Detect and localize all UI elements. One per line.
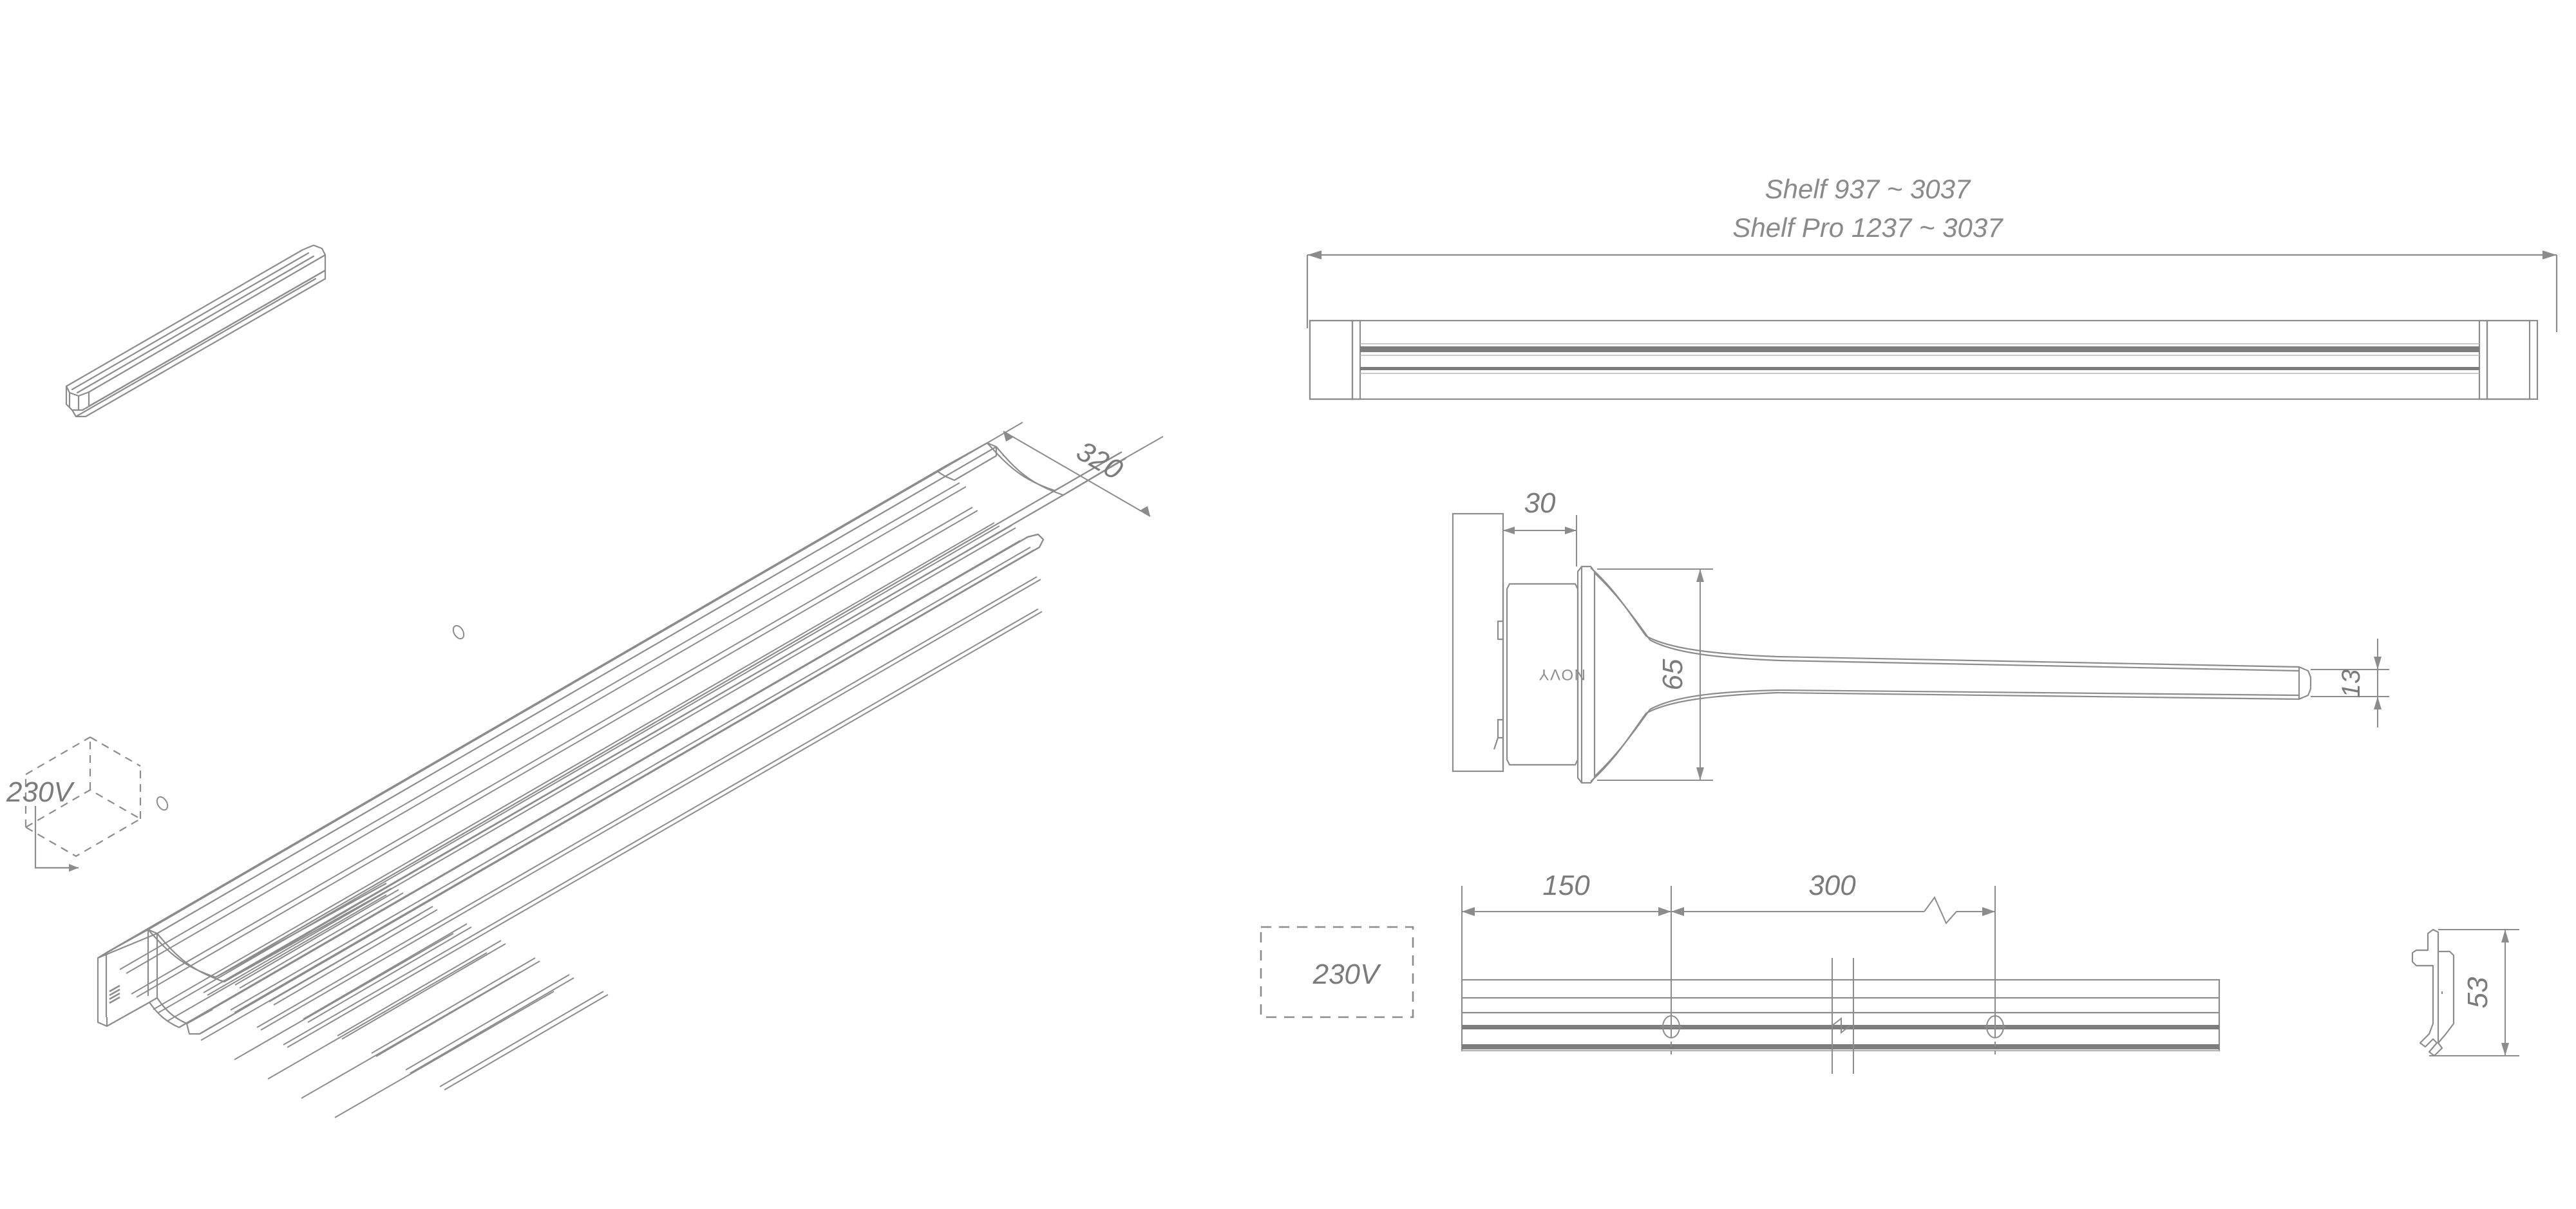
plan-hole-spacing-dimension: 300 [1808,870,1856,901]
iso-depth-dimension: 320 [1071,435,1128,486]
iso-power-label: 230V [6,776,75,808]
plan-power-label: 230V [1312,959,1381,990]
bottom-plan-view: 230V 150 300 [1260,870,2519,1074]
plan-hole-offset-dimension: 150 [1542,870,1590,901]
front-elevation-view: Shelf 937 ~ 3037 Shelf Pro 1237 ~ 3037 [1306,174,2558,400]
side-bracket-height-dimension: 65 [1657,659,1689,690]
isometric-shelf-view: 230V [6,244,1164,1118]
side-blade-thickness-dimension: 13 [2337,670,2365,698]
side-bracket-depth-dimension: 30 [1524,487,1556,519]
plan-profile-height-dimension: 53 [2462,977,2494,1008]
front-view-title-line1: Shelf 937 ~ 3037 [1765,174,1971,204]
front-view-title-line2: Shelf Pro 1237 ~ 3037 [1732,212,2003,243]
side-section-view: 30 NOVY [1452,487,2389,784]
